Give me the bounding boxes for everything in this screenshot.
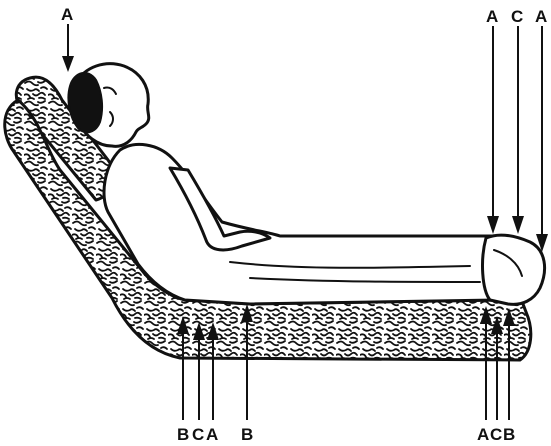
label-bottom-left-1: B [177, 425, 189, 444]
label-bottom-mid: B [241, 425, 253, 444]
arrow-heelbottom-B [503, 308, 515, 420]
arrow-toe-A [536, 26, 548, 252]
arrow-heelbottom-A [480, 306, 492, 420]
label-top-right-3: A [535, 7, 547, 26]
label-top-right-1: A [486, 7, 498, 26]
arrow-head-A [62, 24, 74, 72]
arrow-sacrum-B [177, 316, 189, 420]
label-bottom-left-3: A [206, 425, 218, 444]
arrow-mid-B [241, 304, 253, 420]
label-bottom-left-2: C [192, 425, 204, 444]
label-bottom-right-1: A [477, 425, 489, 444]
patient-figure [68, 64, 544, 305]
patient-feet [483, 235, 545, 304]
label-top-right-2: C [511, 7, 523, 26]
arrow-heelbottom-C [491, 316, 503, 420]
arrow-heel-C [512, 26, 524, 234]
arrow-sacrum-C [193, 322, 205, 420]
label-bottom-right-3: B [503, 425, 515, 444]
arrow-sacrum-A [207, 322, 219, 420]
label-bottom-right-2: C [490, 425, 502, 444]
arrow-heel-A [487, 26, 499, 234]
label-top-head: A [61, 5, 73, 24]
